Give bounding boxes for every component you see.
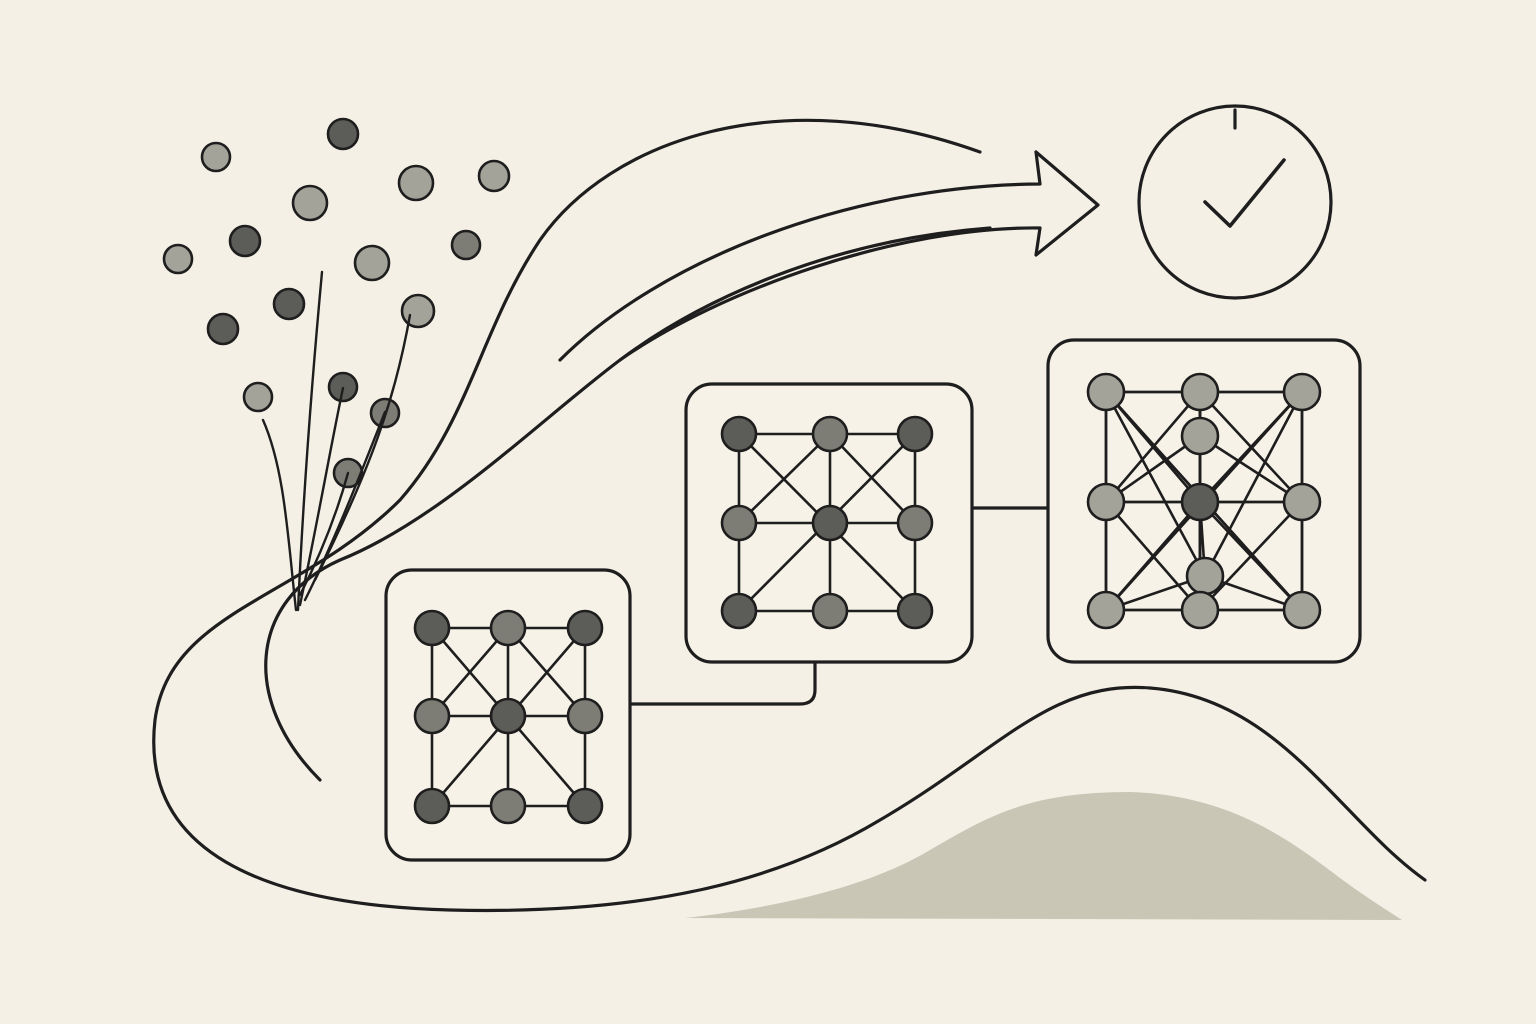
bell-curve-distribution [685,792,1402,920]
graph-panel-dense [1046,338,1362,664]
graph-node [720,592,758,630]
graph-node [413,609,451,647]
graph-node [811,592,849,630]
graph-node [1086,590,1126,630]
graph-node [413,787,451,825]
graph-node [896,504,934,542]
graph-edge [828,432,917,525]
graph-edge [1104,390,1207,578]
data-point [400,293,436,329]
graph-node [1282,372,1322,412]
graph-node [566,787,604,825]
data-point [397,164,435,202]
graph-node [1086,372,1126,412]
data-point [228,224,262,258]
stream-strands [261,270,412,612]
graph-node [1282,482,1322,522]
data-point [206,312,240,346]
graph-node [1180,482,1220,522]
graph-edge [506,626,587,718]
graph-node [1185,556,1225,596]
graph-node [720,415,758,453]
graph-node [1180,590,1220,630]
graph-node [566,697,604,735]
graph-node [489,787,527,825]
graph-panel-medium [684,382,974,664]
graph-node [1282,590,1322,630]
graph-node [413,697,451,735]
graph-node [1180,416,1220,456]
panel-nodes [720,415,934,630]
graph-node [720,504,758,542]
data-point [272,287,306,321]
data-point [353,244,391,282]
graph-node [489,609,527,647]
graph-node [1086,482,1126,522]
graph-node [811,415,849,453]
graph-panel-small [384,568,632,862]
graph-edge [1104,500,1202,612]
data-point [200,141,232,173]
data-point [291,184,329,222]
graph-edge [430,626,510,718]
scattered-data-points [162,117,511,489]
data-point [162,243,194,275]
graph-edge [1198,434,1304,504]
data-point [477,159,511,193]
panel-connectors [628,506,1050,706]
network-panels [384,338,1362,862]
graph-node [896,415,934,453]
graph-node [566,609,604,647]
graph-node [896,592,934,630]
check-circle-icon [1137,104,1333,300]
graph-edge [737,432,832,525]
data-point [450,229,482,261]
data-point [326,117,360,151]
graph-edge [1198,500,1304,612]
graph-node [489,697,527,735]
panel-nodes [1086,372,1322,630]
flow-arrow-icon [558,150,1100,362]
graph-edge [1203,390,1304,578]
data-point [242,381,274,413]
graph-node [1180,372,1220,412]
graph-node [811,504,849,542]
panel-nodes [413,609,604,825]
graph-edge [1104,390,1202,504]
flow-curves [152,118,1427,913]
